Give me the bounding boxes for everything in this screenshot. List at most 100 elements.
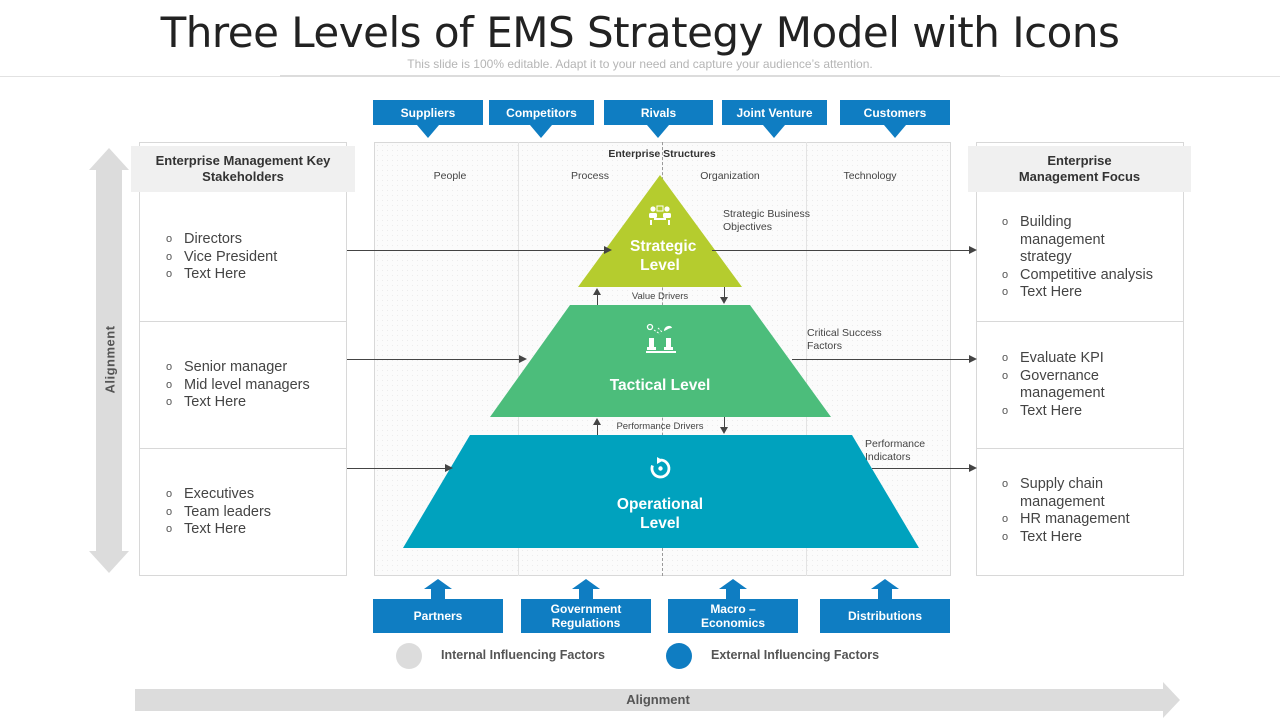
tactical-level-label: Tactical Level [609,377,711,394]
list-item: Text Here [1002,403,1174,421]
value-drivers-down-line [724,287,725,298]
connector-line [347,359,521,360]
list-item: Text Here [166,266,336,284]
list-item: Vice President [166,249,336,267]
column-label-process: Process [571,170,609,182]
list-item: Text Here [166,521,336,539]
column-label-people: People [433,170,467,182]
arrow-down-icon [720,427,728,434]
alignment-arrow-down-head [89,551,129,573]
connector-line [347,250,607,251]
connector-line [872,468,970,469]
factor-rivals: Rivals [604,100,713,125]
list-item: Text Here [1002,284,1174,302]
operational-level-label: Operational Level [585,495,735,533]
stakeholders-row-1 [140,143,346,322]
arrow-up-stem [431,589,445,599]
connector-line [792,359,970,360]
list-item: Directors [166,231,336,249]
stakeholders-list-2: Senior manager Mid level managers Text H… [166,359,336,412]
arrow-up-icon [871,579,899,589]
list-item: Evaluate KPI [1002,350,1174,368]
stakeholders-row-2 [140,322,346,449]
alignment-arrow-right-head [1163,682,1180,718]
arrow-right-icon [969,355,977,363]
arrow-up-stem [579,589,593,599]
operational-level-shape [403,435,919,548]
list-item: Senior manager [166,359,336,377]
legend-external-label: External Influencing Factors [711,648,880,662]
alignment-arrow-vertical [96,168,122,552]
legend-internal-dot [396,643,422,669]
arrow-up-stem [726,589,740,599]
arrow-right-icon [519,355,527,363]
connector-line [712,250,970,251]
column-label-technology: Technology [843,170,897,182]
connector-line [347,468,447,469]
list-item: Executives [166,486,336,504]
arrow-right-icon [969,464,977,472]
arrow-down-icon [417,125,439,138]
alignment-arrow-horizontal [135,689,1165,711]
refresh-icon [650,457,671,479]
arrow-up-stem [878,589,892,599]
strategic-level-text: Strategic Level [630,238,697,274]
value-drivers-up-line [597,293,598,305]
factor-government-regulations: Government Regulations [521,599,651,633]
value-drivers-label: Value Drivers [631,291,689,302]
arrow-down-icon [763,125,785,138]
strategy-pieces-icon [646,323,676,353]
list-item: Building management strategy [1002,214,1174,267]
factor-partners: Partners [373,599,503,633]
performance-drivers-down-line [724,417,725,428]
performance-drivers-up-line [597,423,598,435]
stakeholders-title: Enterprise Management Key Stakeholders [131,146,355,192]
focus-row-2 [977,322,1183,449]
strategic-level-label: Strategic Level [600,237,720,275]
arrow-down-icon [884,125,906,138]
factor-suppliers: Suppliers [373,100,483,125]
legend-internal-label: Internal Influencing Factors [441,648,605,662]
arrow-right-icon [445,464,453,472]
arrow-up-icon [719,579,747,589]
arrow-up-icon [424,579,452,589]
list-item: Team leaders [166,504,336,522]
list-item: Governance management [1002,368,1174,403]
header-underline [280,75,1000,77]
alignment-arrow-up-head [89,148,129,170]
tactical-level-shape [490,305,831,417]
arrow-down-icon [647,125,669,138]
arrow-down-icon [530,125,552,138]
strategic-annotation: Strategic Business Objectives [723,208,810,233]
column-label-organization: Organization [700,170,760,182]
arrow-up-icon [593,418,601,425]
factor-competitors: Competitors [489,100,594,125]
slide-subtitle: This slide is 100% editable. Adapt it to… [407,57,873,71]
list-item: Text Here [1002,529,1174,547]
factor-customers: Customers [840,100,950,125]
slide-title: Three Levels of EMS Strategy Model with … [160,8,1120,57]
operational-level-text: Operational Level [616,496,704,532]
list-item: HR management [1002,511,1174,529]
list-item: Supply chain management [1002,476,1174,511]
list-item: Competitive analysis [1002,267,1174,285]
performance-drivers-label: Performance Drivers [616,421,704,432]
focus-list-3: Supply chain management HR management Te… [1002,476,1174,546]
arrow-right-icon [604,246,612,254]
team-meeting-icon [649,205,671,225]
focus-list-2: Evaluate KPI Governance management Text … [1002,350,1174,420]
enterprise-structures-label: Enterprise Structures [608,148,716,160]
stakeholders-list-3: Executives Team leaders Text Here [166,486,336,539]
arrow-up-icon [572,579,600,589]
list-item: Mid level managers [166,377,336,395]
list-item: Text Here [166,394,336,412]
focus-list-1: Building management strategy Competitive… [1002,214,1174,302]
arrow-right-icon [969,246,977,254]
factor-joint-venture: Joint Venture [722,100,827,125]
factor-distributions: Distributions [820,599,950,633]
tactical-annotation: Critical Success Factors [807,327,882,352]
focus-row-1 [977,143,1183,322]
strategic-level-shape [578,175,742,287]
factor-macro-economics: Macro – Economics [668,599,798,633]
